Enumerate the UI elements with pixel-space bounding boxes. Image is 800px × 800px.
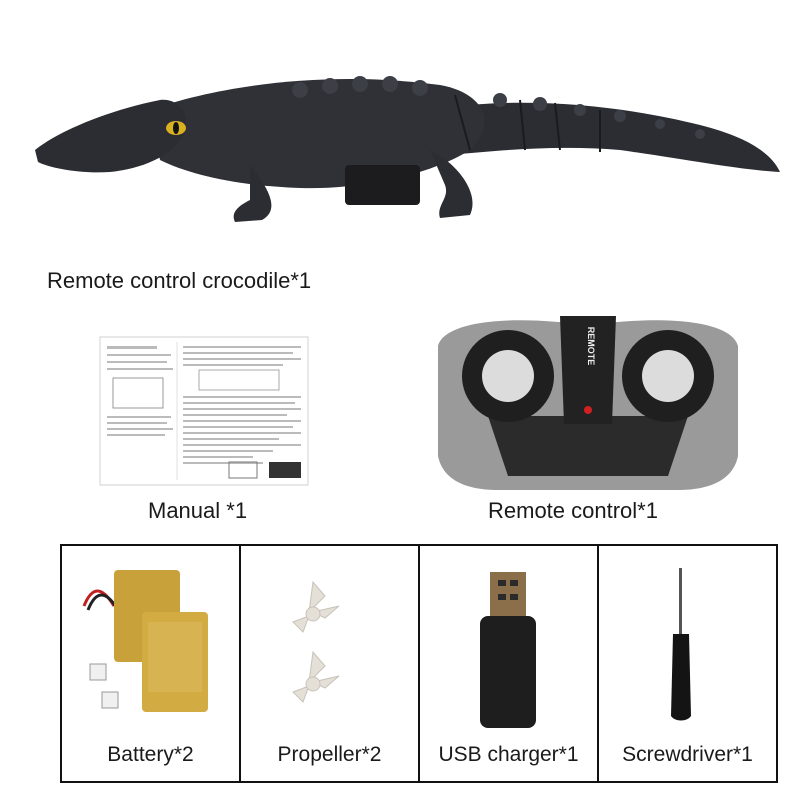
remote-image: REMOTE	[438, 316, 738, 490]
screwdriver-label: Screwdriver*1	[622, 743, 753, 766]
crocodile-image	[35, 76, 780, 222]
usb-charger-label: USB charger*1	[438, 743, 579, 766]
propeller-label: Propeller*2	[277, 743, 382, 766]
accessory-usb-charger: USB charger*1	[420, 546, 599, 781]
crocodile-caption: Remote control crocodile*1	[47, 268, 312, 293]
usb-charger-icon	[480, 572, 536, 728]
propeller-icon	[292, 580, 340, 703]
battery-pack-icon	[82, 570, 208, 712]
svg-text:REMOTE: REMOTE	[586, 327, 596, 366]
accessory-screwdriver: Screwdriver*1	[599, 546, 776, 781]
accessory-battery: Battery*2	[62, 546, 241, 781]
manual-caption: Manual *1	[148, 498, 248, 523]
manual-image	[99, 336, 309, 486]
battery-label: Battery*2	[107, 743, 194, 766]
remote-caption: Remote control*1	[488, 498, 658, 523]
accessory-propeller: Propeller*2	[241, 546, 420, 781]
accessories-grid: Battery*2 Propeller*2 USB charger*1 Scre…	[60, 544, 778, 783]
screwdriver-icon	[671, 568, 691, 721]
